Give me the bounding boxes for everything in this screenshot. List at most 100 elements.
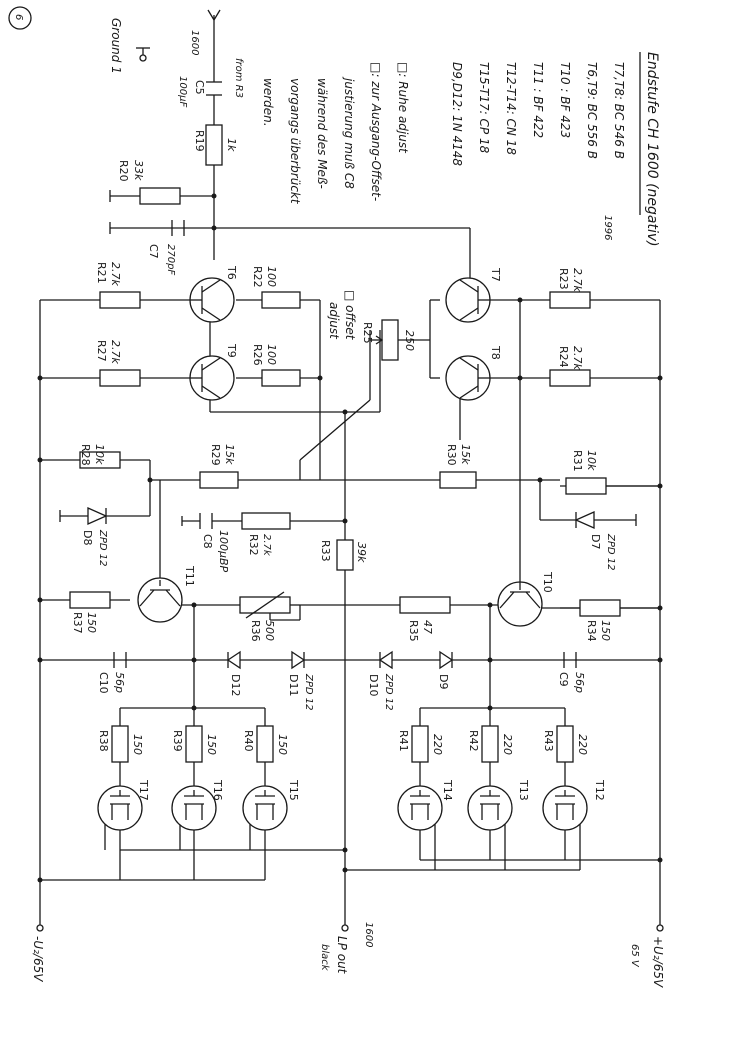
legend-line-3: T10 : BF 423 (558, 62, 572, 138)
legend-line-7: D9,D12: 1N 4148 (450, 62, 464, 166)
t15-label: T15 (287, 779, 300, 801)
resistor-r42: R42 220 (467, 725, 514, 763)
page-number: 6 (8, 6, 32, 30)
r36-value: 500 (263, 620, 276, 641)
resistor-r26: R26 100 (251, 344, 301, 387)
resistor-r19: R19 1k (193, 124, 238, 166)
r24-value: 2.7k (571, 346, 584, 370)
legend-line-9: □: zur Ausgang-Offset- (369, 62, 383, 201)
r20-label: R20 (117, 160, 130, 182)
input-note: 1600 (189, 30, 200, 55)
resistor-r27: R27 2.7k (95, 340, 141, 387)
capacitor-c5: C5 100µF (177, 76, 222, 107)
r27-label: R27 (95, 340, 108, 362)
resistor-r23: R23 2.7k (549, 268, 591, 309)
r21-value: 2.7k (109, 262, 122, 286)
r41-label: R41 (397, 730, 410, 752)
t10-label: T10 (541, 571, 554, 593)
t6-label: T6 (225, 265, 238, 280)
r30-value: 15k (459, 444, 472, 465)
mosfet-t16: T16 (171, 779, 224, 831)
r34-label: R34 (585, 620, 598, 642)
potentiometer-r36: R36 500 (239, 591, 291, 642)
r33-value: 39k (355, 542, 368, 563)
r25-label: R25 (361, 322, 374, 344)
legend-line-5: T12-T14: CN 18 (504, 62, 518, 155)
diode-d12: D12 (226, 650, 242, 696)
r32-value: 2.7k (261, 534, 272, 557)
t12-label: T12 (593, 779, 606, 801)
t17-label: T17 (137, 779, 150, 801)
r40-value: 150 (276, 734, 289, 755)
d11-value: ZPD 12 (303, 673, 314, 710)
diode-d9: D9 (437, 650, 454, 689)
d10-value: ZPD 12 (383, 673, 394, 710)
offset-note-1: □ offset (343, 290, 357, 341)
resistor-r32: R32 2.7k (241, 512, 291, 557)
r25-value: 250 (403, 330, 416, 351)
r26-value: 100 (265, 344, 278, 365)
d7-label: D7 (589, 534, 602, 549)
transistor-t10: T10 (497, 571, 554, 627)
r39-label: R39 (171, 730, 184, 752)
r20-value: 33k (132, 160, 145, 181)
legend-line-4: T11 : BF 422 (531, 62, 545, 138)
offset-note: □ offset adjust (327, 290, 357, 341)
mosfet-t13: T13 (467, 779, 530, 831)
legend-line-11: während des Meß- (315, 78, 329, 189)
resistor-r34: R34 150 (579, 599, 621, 642)
zener-d11: D11 ZPD 12 (287, 650, 314, 710)
r24-label: R24 (557, 346, 570, 368)
t11-label: T11 (183, 565, 196, 587)
mosfet-t17: T17 (97, 779, 150, 831)
r37-value: 150 (85, 612, 98, 633)
input-label: from R3 (233, 58, 244, 98)
r23-label: R23 (557, 268, 570, 290)
r43-label: R43 (542, 730, 555, 752)
c5-label: C5 (193, 80, 206, 95)
t7-label: T7 (489, 267, 502, 282)
resistor-r35: R35 47 (399, 596, 451, 642)
resistor-r39: R39 150 (171, 725, 218, 763)
legend-line-2: T6,T9: BC 556 B (585, 62, 599, 159)
c7-label: C7 (147, 244, 160, 259)
capacitor-c9: C9 56p (557, 652, 586, 693)
title: Endstufe CH 1600 (negativ) (644, 52, 660, 247)
resistor-r33: R33 39k (319, 539, 368, 571)
positive-rail-label: +U₂/65V (651, 936, 665, 988)
resistor-r21: R21 2.7k (95, 262, 141, 309)
resistor-r24: R24 2.7k (549, 346, 591, 387)
r27-value: 2.7k (109, 340, 122, 364)
r22-label: R22 (251, 266, 264, 288)
page-number-text: 6 (13, 14, 24, 20)
c9-label: C9 (557, 672, 570, 687)
c7-value: 270pF (165, 244, 176, 275)
negative-rail-label: -U₂/65V (31, 936, 45, 982)
r38-value: 150 (131, 734, 144, 755)
positive-rail-terminal: +U₂/65V 65 V (629, 920, 665, 988)
r32-label: R32 (247, 534, 260, 556)
d11-label: D11 (287, 674, 300, 696)
r40-label: R40 (242, 730, 255, 752)
potentiometer-r25: R25 250 (361, 319, 416, 361)
junctions (37, 193, 663, 883)
output-sub: black (319, 944, 330, 972)
r31-value: 10k (585, 450, 598, 471)
d12-label: D12 (229, 674, 242, 696)
resistor-r28: R28 10k (79, 444, 151, 480)
c8-value: 100µBP (217, 530, 230, 573)
output-terminal: LP out black 1600 (319, 920, 374, 975)
r39-value: 150 (205, 734, 218, 755)
resistor-r41: R41 220 (397, 725, 444, 763)
resistor-r31: R31 10k (565, 450, 660, 495)
mosfet-t15: T15 (242, 779, 300, 831)
offset-note-2: adjust (327, 302, 341, 340)
transistor-t7: T7 (445, 267, 502, 323)
r23-value: 2.7k (571, 268, 584, 292)
r34-value: 150 (599, 620, 612, 641)
t8-label: T8 (489, 345, 502, 360)
wiring (39, 60, 661, 920)
negative-rail-terminal: -U₂/65V (31, 920, 45, 982)
resistor-r40: R40 150 (242, 725, 289, 763)
c10-value: 56p (113, 672, 126, 693)
